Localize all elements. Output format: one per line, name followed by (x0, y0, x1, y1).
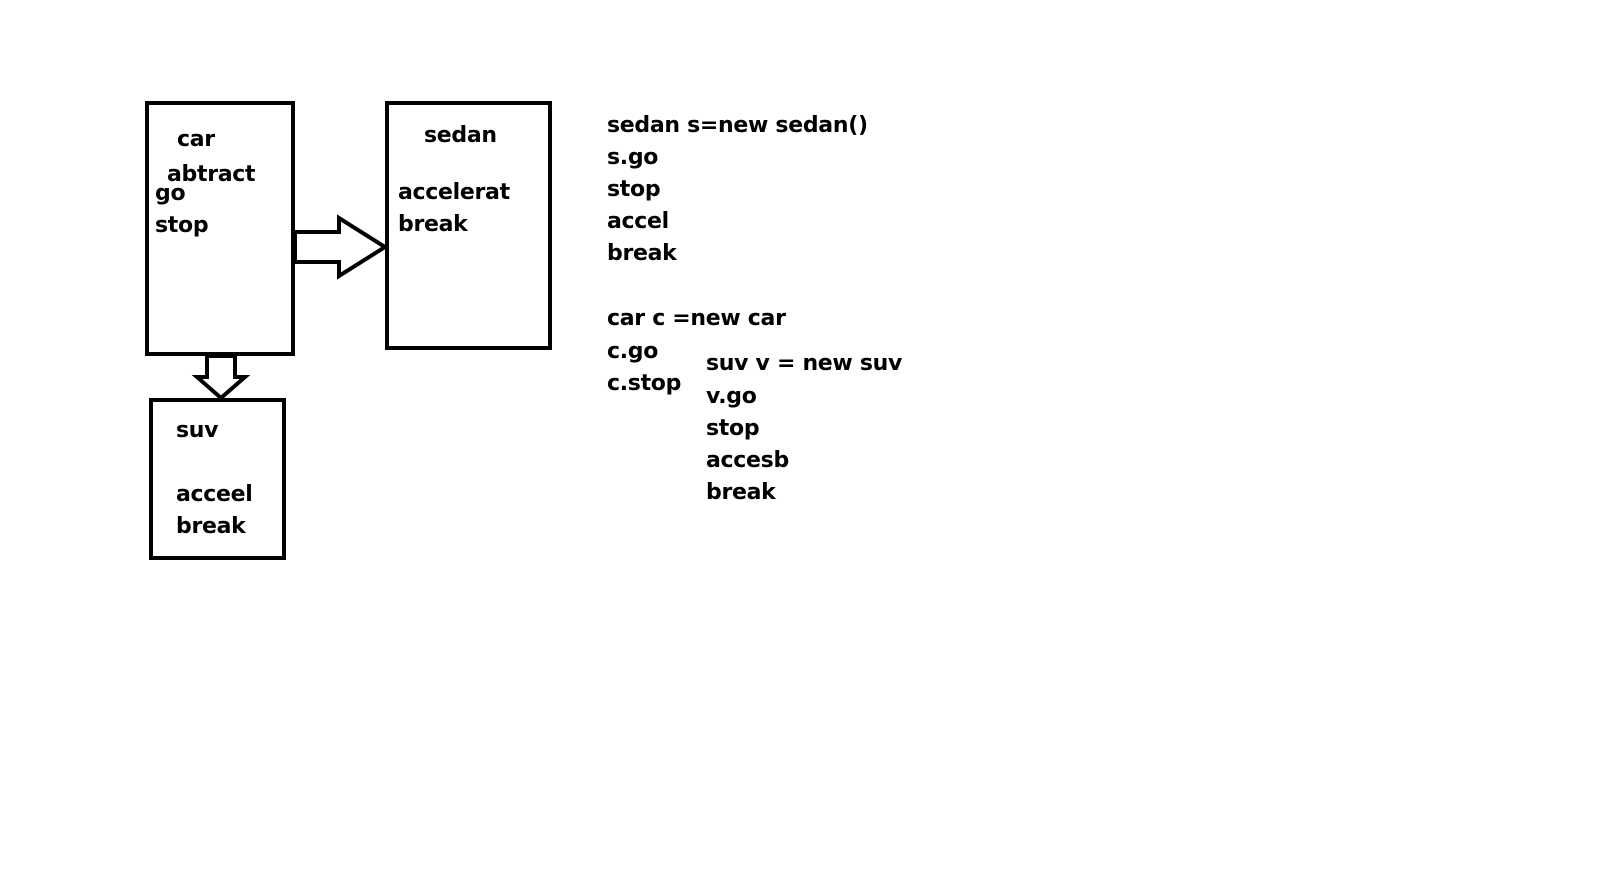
code-car-line-1: car c =new car (607, 306, 786, 331)
code-car-line-3: c.stop (607, 371, 682, 396)
code-suv-line-2: v.go (706, 384, 757, 409)
car-subtitle: abtract (167, 162, 256, 187)
sedan-method-break: break (398, 212, 468, 237)
code-sedan-line-2: s.go (607, 145, 659, 170)
code-suv-line-4: accesb (706, 448, 789, 473)
car-to-suv-arrow (191, 354, 251, 401)
sedan-title: sedan (424, 123, 497, 148)
code-suv-line-5: break (706, 480, 776, 505)
suv-method-break: break (176, 514, 246, 539)
suv-class-box (149, 398, 286, 560)
sedan-method-accelerat: accelerat (398, 180, 510, 205)
car-class-box (145, 101, 295, 356)
code-suv-line-1: suv v = new suv (706, 351, 903, 376)
car-title: car (177, 127, 215, 152)
car-method-go: go (155, 181, 186, 206)
code-sedan-line-5: break (607, 241, 677, 266)
sedan-class-box (385, 101, 552, 350)
code-sedan-line-3: stop (607, 177, 661, 202)
suv-method-acceel: acceel (176, 482, 253, 507)
code-suv-line-3: stop (706, 416, 760, 441)
code-sedan-line-1: sedan s=new sedan() (607, 113, 868, 138)
car-method-stop: stop (155, 213, 209, 238)
code-car-line-2: c.go (607, 339, 659, 364)
code-sedan-line-4: accel (607, 209, 669, 234)
suv-title: suv (176, 418, 219, 443)
car-to-sedan-arrow (293, 214, 389, 280)
